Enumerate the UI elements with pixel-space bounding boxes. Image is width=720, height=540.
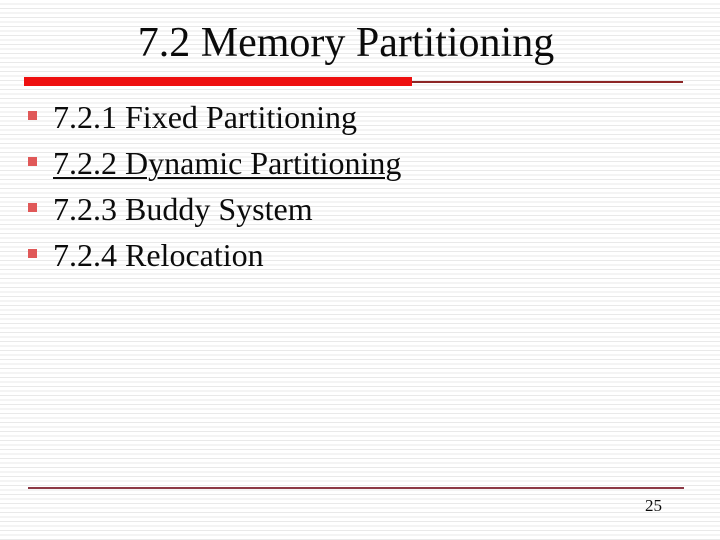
list-item: 7.2.1 Fixed Partitioning [0, 94, 700, 140]
bullet-label: 7.2.1 Fixed Partitioning [53, 99, 357, 135]
bullet-link-label[interactable]: 7.2.2 Dynamic Partitioning [53, 145, 402, 181]
bullet-label: 7.2.3 Buddy System [53, 191, 313, 227]
square-bullet-icon [28, 203, 37, 212]
slide-title: 7.2 Memory Partitioning [137, 20, 555, 66]
square-bullet-icon [28, 157, 37, 166]
bullet-label: 7.2.4 Relocation [53, 237, 264, 273]
bullet-list: 7.2.1 Fixed Partitioning 7.2.2 Dynamic Pa… [0, 94, 700, 278]
title-underline-extension [412, 81, 683, 83]
list-item: 7.2.2 Dynamic Partitioning [0, 140, 700, 186]
page-number: 25 [645, 496, 662, 515]
square-bullet-icon [28, 111, 37, 120]
footer-divider-line [28, 487, 684, 489]
title-underline-bar [24, 77, 412, 86]
list-item: 7.2.4 Relocation [0, 232, 700, 278]
square-bullet-icon [28, 249, 37, 258]
list-item: 7.2.3 Buddy System [0, 186, 700, 232]
